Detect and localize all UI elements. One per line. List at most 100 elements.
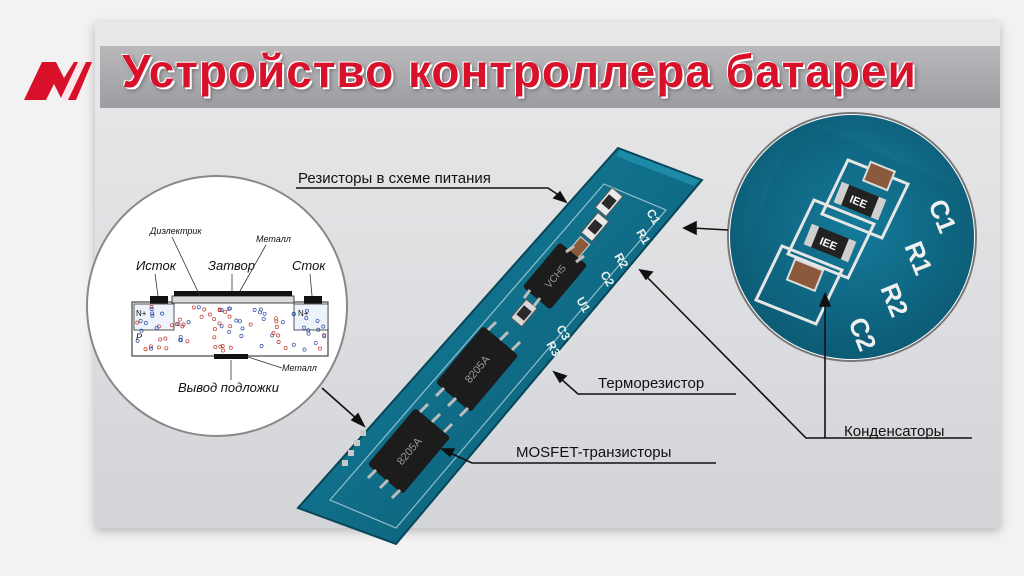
carrier-dot (135, 320, 140, 325)
svg-text:N+: N+ (136, 309, 147, 318)
svg-text:Сток: Сток (292, 258, 326, 273)
carrier-dot (158, 337, 163, 342)
svg-text:Металл: Металл (282, 363, 317, 373)
carrier-dot (291, 342, 296, 347)
carrier-dot (185, 339, 190, 344)
carrier-dot (227, 329, 232, 334)
carrier-dot (276, 340, 281, 344)
carrier-dot (149, 305, 154, 309)
carrier-dot (316, 327, 321, 332)
carrier-dot (212, 317, 217, 322)
carrier-dot (226, 306, 231, 311)
svg-text:Затвор: Затвор (208, 258, 255, 273)
pointer-arrows (296, 187, 972, 464)
carrier-dot (202, 307, 207, 312)
carrier-dot (315, 318, 320, 323)
carrier-dot (322, 334, 327, 339)
carrier-dot (321, 324, 326, 329)
svg-text:C1: C1 (643, 207, 663, 228)
svg-text:C3: C3 (553, 323, 573, 344)
carrier-dot (221, 348, 226, 353)
carrier-dot (176, 321, 181, 326)
carrier-dot (150, 311, 155, 316)
carrier-dot (239, 334, 244, 338)
callout-resistors: Резисторы в схеме питания (298, 170, 491, 187)
mosfet-diagram-circle: Диэлектрик Металл Исток Затвор Сток N+ N… (86, 175, 348, 437)
page-title: Устройство контроллера батареи (122, 45, 917, 97)
carrier-dot (135, 338, 140, 343)
carrier-dot (213, 326, 217, 331)
carrier-dot (262, 311, 267, 316)
callout-capacitors: Конденсаторы (844, 423, 945, 440)
carrier-dot (218, 344, 223, 349)
svg-text:Металл: Металл (256, 234, 291, 244)
carrier-dot (302, 347, 307, 352)
carrier-dot (313, 340, 318, 345)
carrier-dot (280, 320, 285, 325)
carrier-dot (220, 344, 225, 349)
carrier-dot (212, 335, 217, 340)
carrier-dot (163, 336, 168, 341)
carrier-dot (160, 311, 164, 316)
carrier-dot (150, 313, 155, 318)
carrier-dot (258, 310, 262, 315)
carrier-dot (217, 321, 222, 326)
svg-text:Диэлектрик: Диэлектрик (149, 226, 202, 236)
svg-text:N+: N+ (298, 309, 309, 318)
callout-mosfet: MOSFET-транзисторы (516, 444, 672, 461)
carrier-dot (164, 346, 169, 351)
carrier-dot (219, 308, 224, 313)
chip-u1: VCH5 (523, 243, 587, 309)
carrier-dot (149, 346, 154, 351)
svg-text:R2: R2 (611, 251, 631, 272)
svg-text:C2: C2 (597, 269, 617, 290)
carrier-dot (207, 312, 212, 317)
carrier-dot (228, 345, 233, 350)
brand-logo-icon (24, 62, 92, 100)
carrier-dot (252, 308, 257, 312)
carrier-dot (199, 314, 204, 319)
board-silkscreen-labels: C1 R1 R2 C2 U1 C3 R3 (543, 207, 663, 360)
carrier-dot (274, 319, 279, 324)
board-contacts (342, 430, 366, 466)
carrier-dot (148, 344, 153, 349)
carrier-dot (143, 321, 148, 325)
carrier-dot (154, 326, 159, 330)
title-bar (100, 46, 1000, 108)
carrier-dot (261, 316, 266, 321)
carrier-dot (196, 305, 201, 310)
carrier-dot (181, 322, 186, 327)
carrier-dot (291, 312, 296, 317)
chip-mosfet-2: 8205A (368, 409, 450, 493)
zoom-circle: IEE IEE C1 R1 R2 C2 (727, 112, 977, 362)
carrier-dot (302, 325, 306, 330)
callout-thermistor: Терморезистор (598, 375, 705, 392)
carrier-dot (271, 331, 276, 336)
carrier-dot (178, 338, 183, 342)
carrier-dot (248, 322, 253, 327)
svg-text:R3: R3 (543, 339, 563, 360)
svg-text:P: P (136, 332, 142, 342)
carrier-dot (139, 328, 144, 333)
carrier-dot (143, 347, 148, 352)
carrier-dot (149, 307, 154, 312)
carrier-dot (240, 326, 245, 331)
carrier-dot (276, 333, 280, 338)
svg-text:U1: U1 (573, 295, 593, 316)
carrier-dot (305, 308, 309, 313)
carrier-dot (237, 319, 242, 324)
carrier-dot (138, 318, 143, 323)
carrier-dot (304, 316, 309, 321)
carrier-dot (228, 324, 233, 329)
carrier-dot (274, 325, 279, 329)
carrier-dot (318, 346, 322, 351)
charge-carriers (135, 305, 327, 353)
carrier-dot (259, 344, 264, 348)
carrier-dot (169, 323, 174, 328)
carrier-dot (227, 314, 232, 319)
carrier-dot (223, 309, 228, 314)
carrier-dot (283, 346, 288, 351)
carrier-dot (234, 318, 239, 323)
